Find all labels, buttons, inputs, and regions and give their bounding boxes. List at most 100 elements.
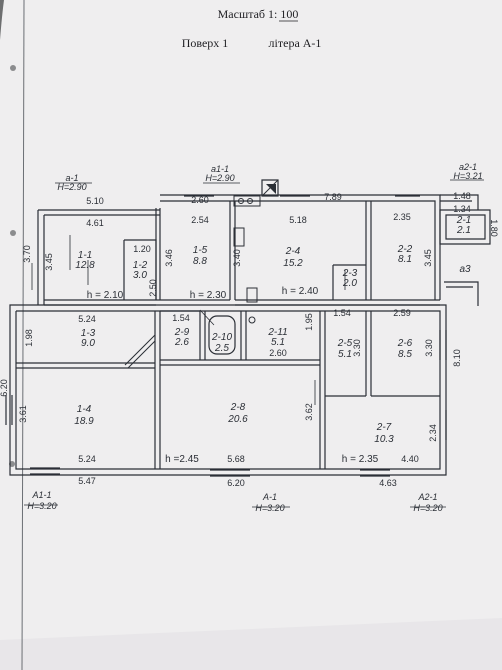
room-id: 2-8 [230, 402, 246, 413]
litera-label: літера А-1 [269, 36, 322, 50]
part-height: H=3.21 [453, 171, 482, 181]
dimension: 1.95 [304, 313, 314, 331]
dimension: 2.54 [191, 215, 209, 225]
room-area: 12.8 [75, 260, 95, 271]
dimension: 4.63 [379, 478, 397, 488]
dimension: 2.60 [191, 195, 209, 205]
room-area: 9.0 [81, 338, 95, 349]
part-annotations: a-1 H=2.90 a1-1 H=2.90 a2-1 H=3.21 a3 A1… [27, 162, 482, 513]
dimension: 1.54 [172, 313, 190, 323]
room-id: 2-6 [397, 338, 413, 349]
room-id: 2-5 [337, 338, 353, 349]
part-id: a1-1 [211, 164, 229, 174]
dimension: 3.46 [164, 249, 174, 267]
room-labels: 1-1 12.8 1-2 3.0 1-5 8.8 2-4 15.2 2-2 8.… [74, 215, 471, 445]
dimension: 1.48 [453, 191, 471, 201]
part-id: a-1 [65, 173, 78, 183]
dimension: 2.35 [393, 212, 411, 222]
room-id: 2-4 [285, 246, 301, 257]
part-height: H=3.20 [27, 501, 56, 511]
height-label: h = 2.35 [342, 454, 379, 465]
room-id: 1-1 [78, 250, 92, 261]
dimension: 2.50 [148, 279, 158, 297]
dimension: 4.61 [86, 218, 104, 228]
part-height: H=3.20 [413, 503, 442, 513]
part-height: H=2.90 [57, 182, 86, 192]
room-id: 1-4 [77, 404, 92, 415]
room-id: 2-3 [342, 268, 358, 279]
part-id: A2-1 [417, 492, 437, 502]
room-id: 2-10 [211, 332, 232, 343]
plan-lines [5, 179, 491, 508]
part-id: A1-1 [31, 490, 51, 500]
dimension: 5.24 [78, 454, 96, 464]
height-label: h = 2.40 [282, 286, 319, 297]
room-area: 10.3 [374, 434, 394, 445]
stove-symbol [266, 184, 276, 194]
part-height: H=3.20 [255, 503, 284, 513]
dimension: 6.20 [227, 478, 245, 488]
dimension: 2.60 [269, 348, 287, 358]
frame-line [21, 0, 25, 670]
punch-hole [10, 230, 16, 236]
room-id: 1-3 [81, 328, 96, 339]
height-label: h =2.45 [165, 454, 199, 465]
room-area: 3.0 [133, 270, 147, 281]
dimension-labels: 5.10 4.61 2.60 2.54 7.89 5.18 1.48 1.34 … [0, 191, 499, 488]
dimension: 3.45 [423, 249, 433, 267]
room-id: 2-7 [376, 422, 392, 433]
room-area: 5.1 [338, 349, 352, 360]
dimension: 5.18 [289, 215, 307, 225]
dimension: 3.62 [304, 403, 314, 421]
dimension: 5.47 [78, 476, 96, 486]
dimension: 1.20 [133, 244, 151, 254]
dimension: 2.34 [428, 424, 438, 442]
part-id: a2-1 [459, 162, 477, 172]
room-id: 2-2 [397, 244, 413, 255]
part-id: a3 [459, 264, 471, 275]
room-area: 5.1 [271, 337, 285, 348]
room-area: 2.5 [214, 343, 229, 354]
dimension: 5.10 [86, 196, 104, 206]
dimension: 3.40 [232, 249, 242, 267]
scale-label: Масштаб 1: 100 [218, 7, 299, 21]
paper-shadow [0, 618, 502, 670]
room-area: 20.6 [227, 414, 248, 425]
room-area: 8.5 [398, 349, 412, 360]
dimension: 5.24 [78, 314, 96, 324]
height-label: h = 2.10 [87, 290, 124, 301]
room-area: 2.6 [174, 337, 189, 348]
dimension: 3.45 [44, 253, 54, 271]
dimension: 2.59 [393, 308, 411, 318]
dimension: 6.20 [0, 379, 9, 397]
room-area: 2.1 [456, 225, 471, 236]
dimension: 7.89 [324, 192, 342, 202]
dimension: 3.30 [424, 339, 434, 357]
dimension: 1.98 [24, 329, 34, 347]
dimension: 1.80 [489, 219, 499, 237]
room-area: 8.1 [398, 254, 412, 265]
dimension: 3.61 [18, 405, 28, 423]
dimension: 1.54 [333, 308, 351, 318]
room-id: 2-9 [174, 327, 190, 338]
height-label: h = 2.30 [190, 290, 227, 301]
dimension: 3.30 [352, 339, 362, 357]
punch-hole [10, 65, 16, 71]
room-area: 18.9 [74, 416, 94, 427]
dimension: 3.70 [22, 245, 32, 263]
room-area: 15.2 [283, 258, 303, 269]
dimension: 4.40 [401, 454, 419, 464]
floor-label: Поверх 1 [182, 36, 229, 50]
room-id: 1-2 [133, 260, 148, 271]
part-height: H=2.90 [205, 173, 234, 183]
room-area: 8.8 [193, 256, 207, 267]
room-id: 1-5 [193, 245, 208, 256]
room-id: 2-1 [456, 215, 471, 226]
height-labels: h = 2.10 h = 2.30 h = 2.40 h =2.45 h = 2… [87, 286, 379, 465]
dimension: 5.68 [227, 454, 245, 464]
dimension: 1.34 [453, 204, 471, 214]
room-area: 2.0 [342, 278, 357, 289]
